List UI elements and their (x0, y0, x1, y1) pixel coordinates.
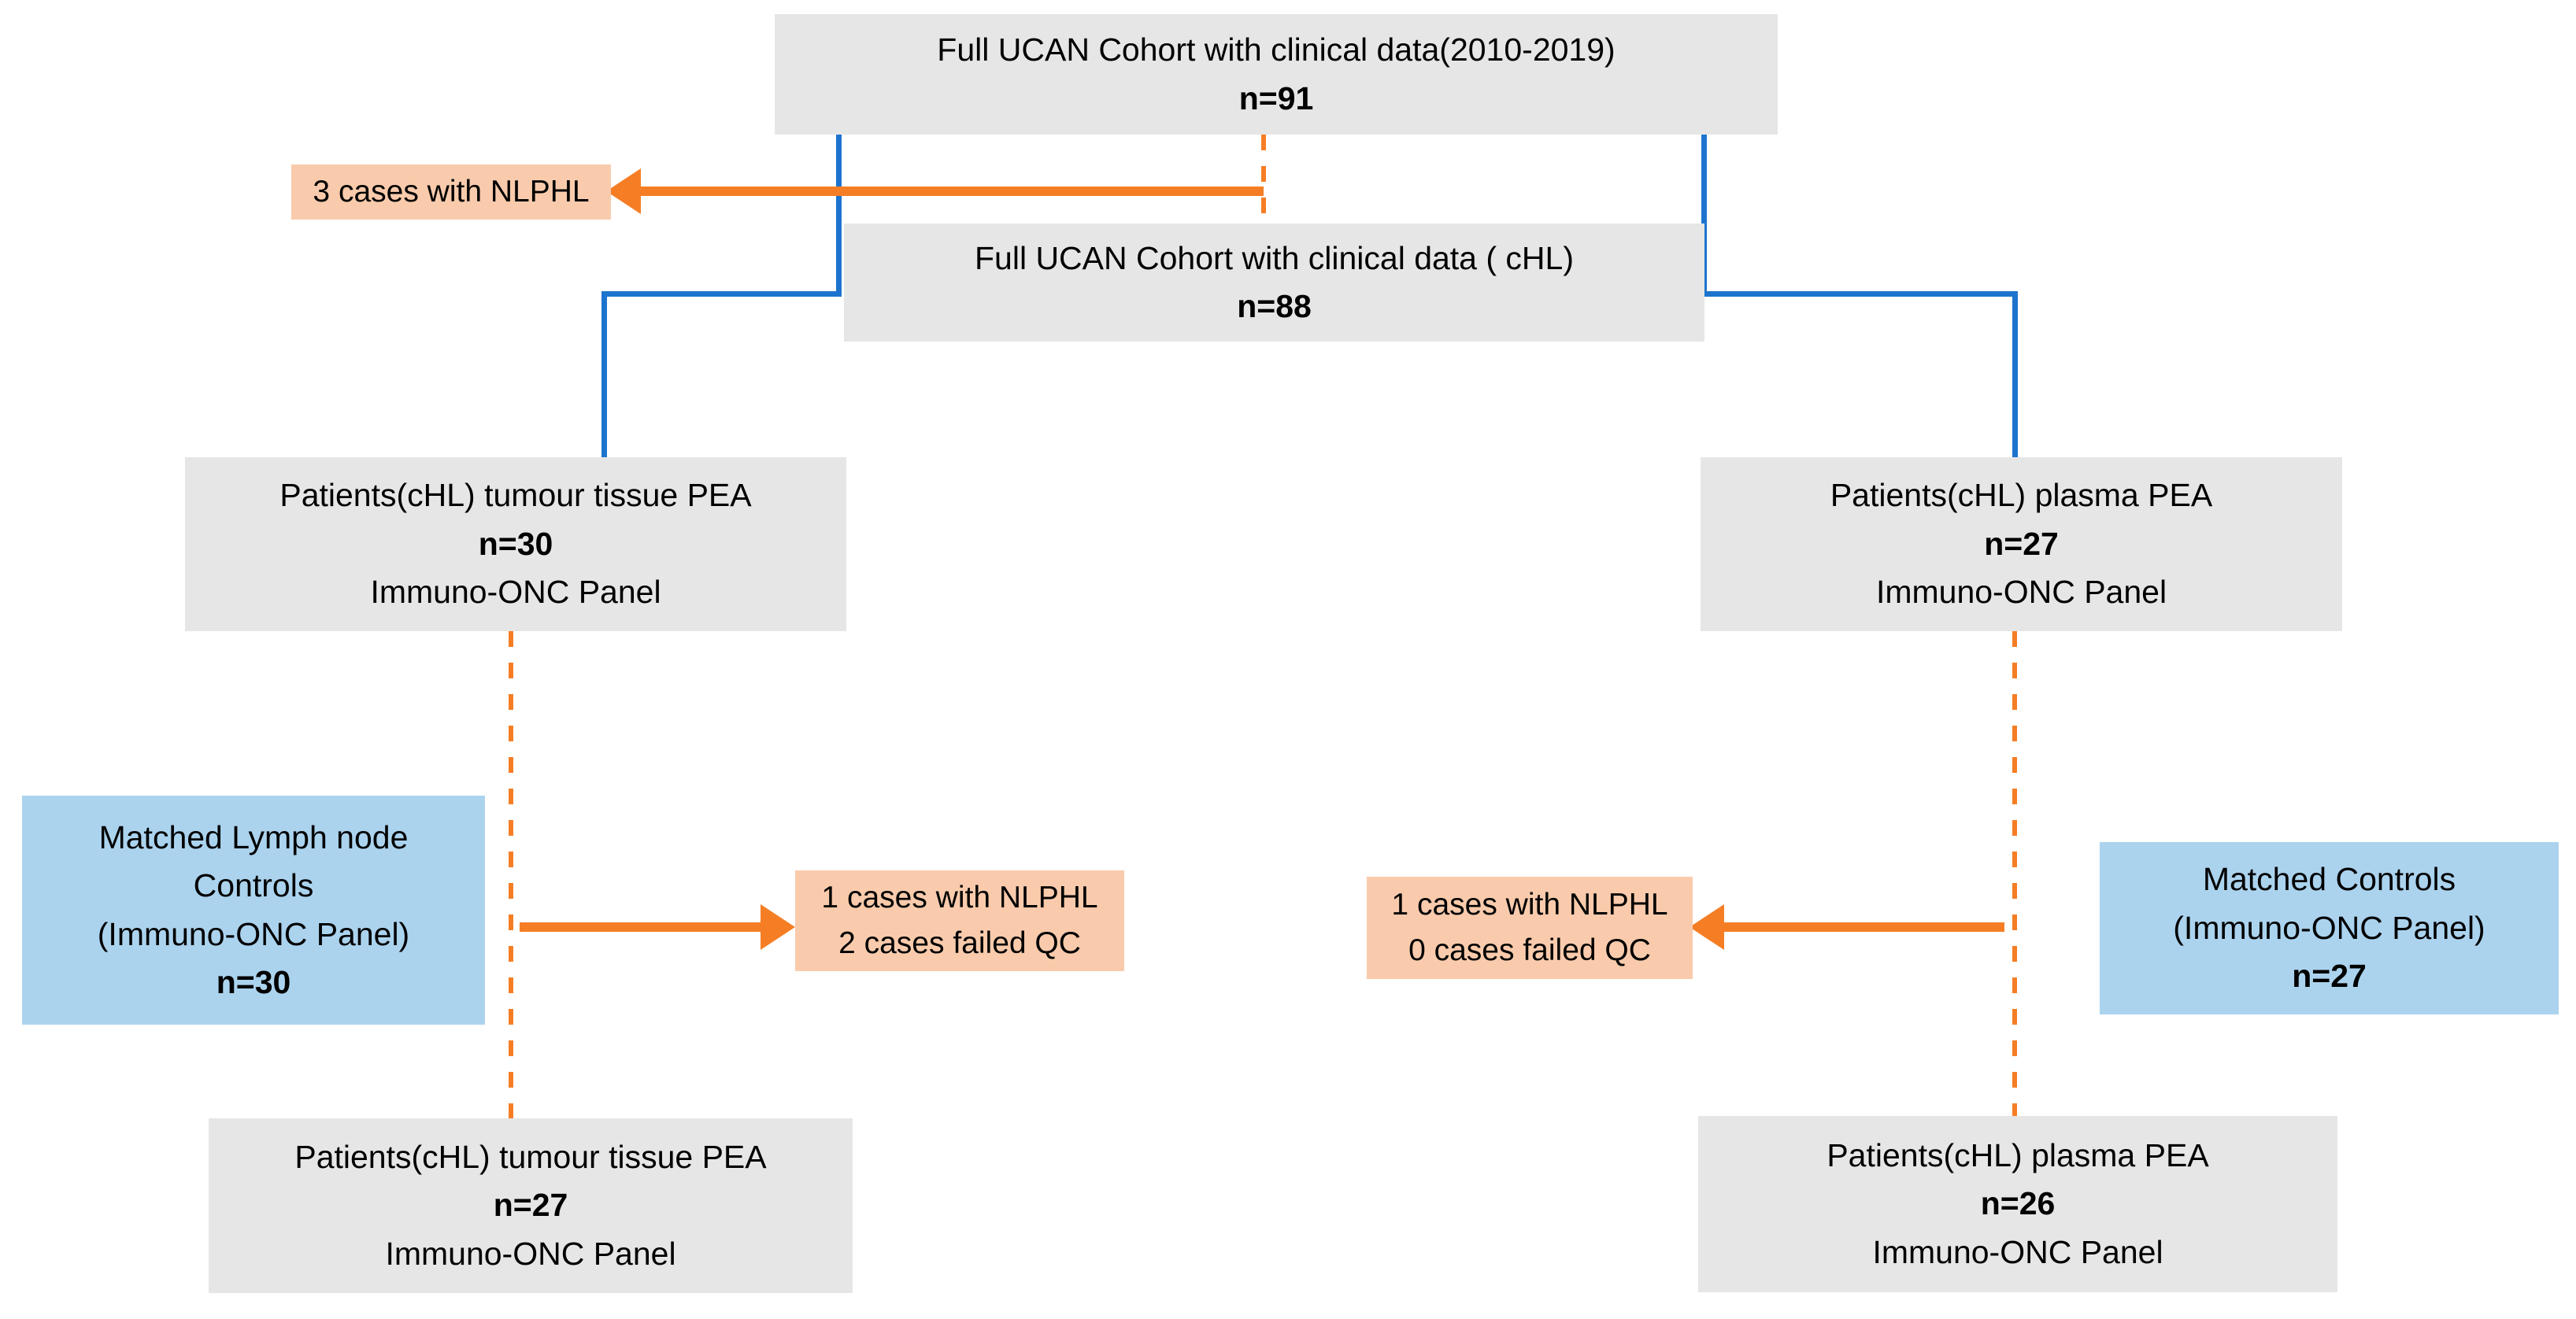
node-count: n=88 (1237, 288, 1312, 324)
node-text-line: Patients(cHL) plasma PEA (1827, 1136, 2209, 1173)
node-text-line: Matched Lymph node (98, 818, 409, 855)
node-count: n=26 (1980, 1185, 2056, 1222)
node-text-line: Immuno-ONC Panel (1875, 574, 2167, 611)
node-text-line: Immuno-ONC Panel (385, 1235, 676, 1272)
node-qc-excluded-left: 1 cases with NLPHL 2 cases failed QC (795, 870, 1124, 971)
node-matched-controls: Matched Controls (Immuno-ONC Panel) n=27 (2100, 842, 2559, 1014)
connector-right-vertical-lower (2012, 291, 2018, 457)
node-count: n=27 (493, 1187, 568, 1224)
node-tumour-tissue-pea: Patients(cHL) tumour tissue PEA n=30 Imm… (185, 457, 846, 631)
node-text-line: Full UCAN Cohort with clinical data ( cH… (974, 239, 1574, 276)
dashed-line-right (2012, 631, 2017, 1116)
connector-left-horizontal (601, 291, 842, 297)
arrow-left-icon (606, 168, 641, 214)
arrow-right-icon (761, 904, 795, 950)
node-count: n=91 (1238, 79, 1314, 116)
node-text-line: 0 cases failed QC (1408, 933, 1651, 967)
node-qc-excluded-right: 1 cases with NLPHL 0 cases failed QC (1367, 877, 1693, 979)
connector-right-horizontal (1701, 291, 2018, 297)
arrow-qc-left-line (520, 922, 767, 932)
dashed-line-left (509, 631, 513, 1118)
node-text-line: (Immuno-ONC Panel) (2173, 909, 2485, 946)
node-count: n=27 (2292, 958, 2367, 995)
node-text-line: Patients(cHL) plasma PEA (1830, 477, 2213, 514)
node-plasma-pea-final: Patients(cHL) plasma PEA n=26 Immuno-ONC… (1698, 1116, 2337, 1292)
node-text-line: 1 cases with NLPHL (1391, 887, 1668, 922)
node-text-line: (Immuno-ONC Panel) (97, 915, 410, 952)
connector-left-vertical-upper (836, 135, 842, 297)
arrow-excluded-nlphl-line (639, 187, 1264, 196)
node-plasma-pea: Patients(cHL) plasma PEA n=27 Immuno-ONC… (1701, 457, 2342, 631)
node-count: n=30 (216, 964, 291, 1000)
node-text-line: Patients(cHL) tumour tissue PEA (279, 477, 752, 514)
arrow-left-icon (1690, 904, 1724, 950)
node-count: n=30 (478, 525, 553, 562)
node-text-line: Immuno-ONC Panel (1872, 1233, 2163, 1270)
node-text-line: 3 cases with NLPHL (313, 174, 590, 209)
node-tumour-tissue-pea-final: Patients(cHL) tumour tissue PEA n=27 Imm… (209, 1118, 853, 1293)
node-text-line: Immuno-ONC Panel (370, 574, 661, 611)
node-text-line: Matched Controls (2202, 861, 2456, 898)
node-excluded-nlphl: 3 cases with NLPHL (291, 164, 611, 220)
node-text-line: Controls (193, 867, 314, 903)
node-full-cohort-chl: Full UCAN Cohort with clinical data ( cH… (844, 224, 1704, 342)
node-text-line: Full UCAN Cohort with clinical data(2010… (937, 31, 1616, 68)
arrow-qc-right-line (1724, 922, 2004, 932)
node-text-line: 2 cases failed QC (838, 926, 1081, 960)
connector-right-vertical-upper (1701, 135, 1707, 297)
node-full-cohort: Full UCAN Cohort with clinical data(2010… (775, 14, 1778, 135)
node-count: n=27 (1984, 525, 2059, 562)
dashed-line-center (1261, 135, 1266, 215)
node-matched-lymph-node-controls: Matched Lymph node Controls (Immuno-ONC … (22, 796, 485, 1025)
connector-left-vertical-lower (601, 291, 607, 457)
node-text-line: Patients(cHL) tumour tissue PEA (294, 1138, 767, 1175)
node-text-line: 1 cases with NLPHL (821, 880, 1098, 914)
